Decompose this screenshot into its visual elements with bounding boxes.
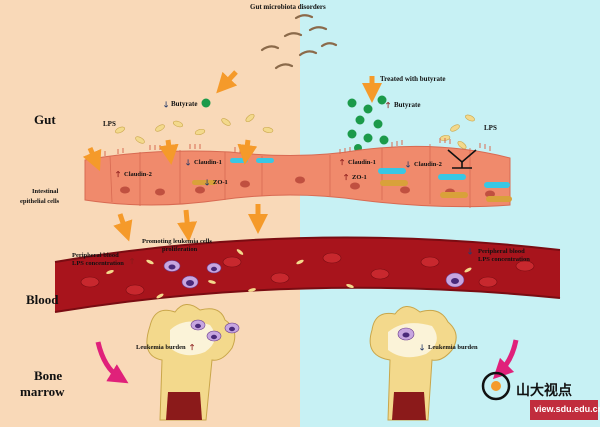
label-proliferation: proliferation (162, 246, 198, 253)
lps-molecules (115, 113, 475, 150)
watermark-url: view.sdu.edu.cn (534, 404, 600, 414)
label-treated-with-butyrate: Treated with butyrate (380, 75, 446, 83)
arrow-up-icon: 🡑 (386, 101, 391, 110)
label-burden-right: Leukemia burden (428, 344, 478, 351)
label-marrow: marrow (20, 384, 65, 399)
label-pblood-right-2: LPS concentration (478, 256, 530, 263)
butyrate-molecules (201, 95, 389, 152)
left-panel-bg (0, 0, 300, 427)
arrow-up-icon: 🡑 (190, 343, 195, 352)
label-pblood-right-1: Peripheral blood (478, 248, 525, 255)
tight-junction-zo (192, 180, 512, 202)
label-claudin1-right: Claudin-1 (348, 159, 376, 166)
arrow-down-icon: 🡓 (205, 178, 210, 187)
label-intestinal: Intestinal (32, 188, 59, 195)
label-gut: Gut (34, 112, 56, 127)
label-lps-left: LPS (103, 120, 116, 128)
block-symbol (447, 149, 477, 169)
arrow-down-icon: 🡓 (164, 100, 169, 109)
right-panel-bg (300, 0, 600, 427)
arrow-down-icon: 🡓 (186, 158, 191, 167)
label-butyrate-right: Butyrate (394, 101, 421, 109)
arrow-down-icon: 🡓 (468, 247, 473, 256)
label-zo1-right: ZO-1 (352, 174, 367, 181)
leak-arrows (82, 139, 268, 242)
label-pblood-left-1: Peripheral blood (72, 252, 119, 259)
label-burden-left: Leukemia burden (136, 344, 186, 351)
label-claudin2-left: Claudin-2 (124, 171, 152, 178)
bone-right (369, 306, 457, 421)
watermark-brand: 山大视点 (516, 382, 572, 398)
label-claudin2-right: Claudin-2 (414, 161, 442, 168)
arrow-up-icon: 🡑 (344, 173, 349, 182)
label-blood: Blood (26, 292, 59, 307)
arrow-down-icon: 🡓 (420, 343, 425, 352)
label-pblood-left-2: LPS concentration (72, 260, 124, 267)
arrow-up-icon: 🡑 (130, 257, 135, 266)
epithelial-layer (84, 138, 511, 208)
label-promoting: Promoting leukemia cells (142, 238, 212, 245)
label-gut-microbiota: Gut microbiota disorders (250, 3, 326, 11)
leukemia-cells-blood (163, 260, 465, 289)
label-epithelial-cells: epithelial cells (20, 198, 60, 205)
blood-vessel (54, 236, 561, 313)
arrow-up-icon: 🡑 (340, 158, 345, 167)
bone-left (146, 304, 240, 421)
bacteria-cluster (260, 14, 338, 70)
label-lps-right: LPS (484, 124, 497, 132)
gut-arrows (216, 70, 382, 103)
label-claudin1-left: Claudin-1 (194, 159, 222, 166)
arrow-down-icon: 🡓 (406, 160, 411, 169)
label-zo1-left: ZO-1 (213, 179, 228, 186)
arrow-up-icon: 🡑 (116, 170, 121, 179)
watermark-logo (481, 371, 598, 420)
label-butyrate-left: Butyrate (171, 100, 198, 108)
label-bone: Bone (34, 368, 63, 383)
pink-arrows (95, 339, 519, 384)
